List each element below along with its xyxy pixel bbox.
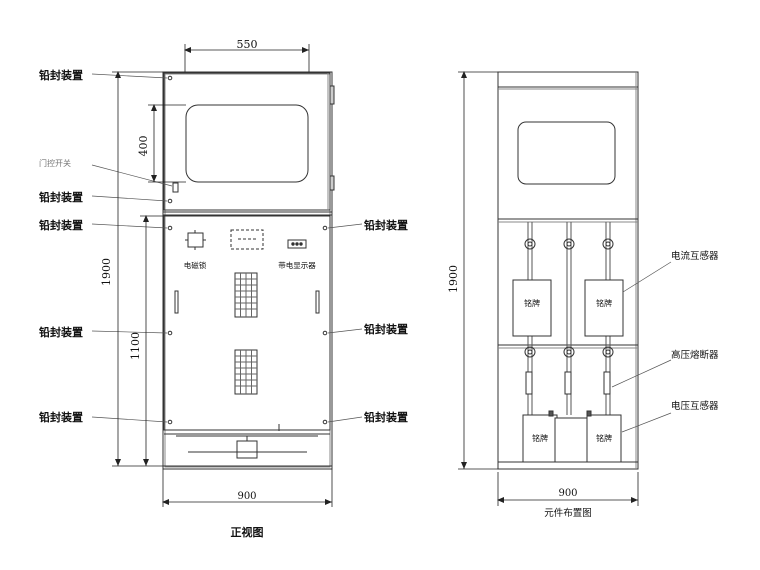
upper-door xyxy=(163,72,331,211)
front-cabinet-outline xyxy=(162,71,333,470)
fuse-label: 高压熔断器 xyxy=(671,349,719,361)
seal-label-6: 铅封装置 xyxy=(364,218,408,232)
vt-middle xyxy=(554,417,588,463)
door-switch xyxy=(172,182,179,193)
seal-point-right-1 xyxy=(322,225,328,231)
vt-left xyxy=(522,414,558,463)
dim-400-label: 400 xyxy=(137,136,150,157)
dim-900-front xyxy=(162,469,333,507)
seal-label-2: 铅封装置 xyxy=(39,190,83,204)
seal-label-3: 铅封装置 xyxy=(39,218,83,232)
front-view xyxy=(91,44,363,507)
dim-550 xyxy=(184,44,310,72)
door-switch-label: 门控开关 xyxy=(39,158,71,168)
vt-right-nameplate: 铭牌 xyxy=(596,433,612,443)
seal-label-8: 铅封装置 xyxy=(364,410,408,424)
dim-1900-layout xyxy=(458,71,498,470)
dim-1900-front xyxy=(112,71,163,467)
seal-label-4: 铅封装置 xyxy=(39,325,83,339)
seal-label-7: 铅封装置 xyxy=(364,322,408,336)
seal-point-right-2 xyxy=(322,330,328,336)
center-plate xyxy=(230,229,264,250)
seal-point-left-3 xyxy=(167,419,173,425)
live-indicator xyxy=(287,239,307,249)
layout-cabinet-outline xyxy=(497,71,639,470)
ct-left-nameplate: 铭牌 xyxy=(524,298,540,308)
vt-left-nameplate: 铭牌 xyxy=(532,433,548,443)
layout-view xyxy=(458,71,672,506)
ct-left xyxy=(512,279,552,337)
ct-right-nameplate: 铭牌 xyxy=(596,298,612,308)
dim-1900-layout-label: 1900 xyxy=(447,265,460,293)
dim-1900-front-label: 1900 xyxy=(100,258,113,286)
vent-grille-upper xyxy=(234,272,258,318)
dim-1100-label: 1100 xyxy=(129,332,142,360)
seal-point-top xyxy=(167,75,173,81)
layout-view-caption: 元件布置图 xyxy=(544,507,592,519)
insulators-lower xyxy=(524,346,614,358)
observation-window xyxy=(185,104,309,183)
dim-550-label: 550 xyxy=(237,38,258,51)
front-view-caption: 正视图 xyxy=(231,525,264,539)
handle-left xyxy=(174,290,179,314)
hinge-top xyxy=(329,85,335,105)
handle-right xyxy=(315,290,320,314)
ct-label: 电流互感器 xyxy=(671,250,719,262)
layout-window xyxy=(517,121,616,185)
seal-point-upper-bottom xyxy=(167,198,173,204)
dim-1100 xyxy=(140,215,163,466)
seal-label-1: 铅封装置 xyxy=(39,68,83,82)
seal-point-right-3 xyxy=(322,419,328,425)
indicator-label: 带电显示器 xyxy=(278,260,316,270)
seal-point-left-2 xyxy=(167,330,173,336)
hv-fuses xyxy=(525,371,611,395)
dim-900-layout-label: 900 xyxy=(558,488,577,499)
seal-label-5: 铅封装置 xyxy=(39,410,83,424)
electromagnetic-lock xyxy=(187,232,204,248)
vt-label: 电压互感器 xyxy=(671,400,719,412)
insulators-upper xyxy=(524,238,614,250)
base-latch xyxy=(236,440,258,459)
hinge-bottom xyxy=(329,175,335,191)
dim-400 xyxy=(148,104,186,183)
dim-900-layout xyxy=(497,472,639,506)
lock-label: 电磁锁 xyxy=(184,260,207,270)
ct-right xyxy=(584,279,624,337)
dim-900-front-label: 900 xyxy=(237,491,256,502)
seal-point-left-1 xyxy=(167,225,173,231)
vt-right xyxy=(586,414,622,463)
vent-grille-lower xyxy=(234,349,258,395)
